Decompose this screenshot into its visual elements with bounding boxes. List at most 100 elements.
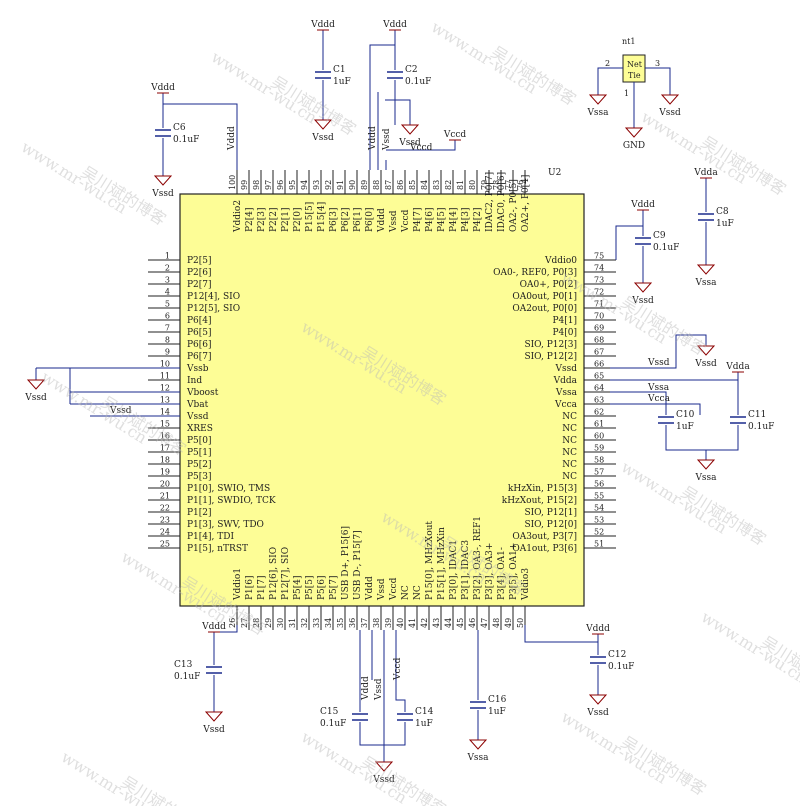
netlabel-vccd-pin86: Vccd — [409, 143, 433, 153]
pin-number-top-76: 76 — [516, 180, 525, 190]
gnd-vssd-bottom-triangle — [374, 761, 394, 772]
pin-name-right-60: NC — [562, 436, 577, 446]
wire-vddd-c9 — [615, 210, 644, 260]
netlabel-vssa-pin64: Vssa — [647, 383, 670, 393]
gnd-vssa-c8-triangle — [696, 264, 716, 275]
pin-name-left-6: P6[4] — [187, 316, 212, 326]
pin-name-bottom-28: P1[7] — [257, 575, 267, 600]
pin-name-bottom-47: P3[3], OA3+ — [485, 543, 495, 600]
pin-name-right-52: OA3out, P3[7] — [512, 532, 577, 542]
wire-c10-c11-bottom — [665, 425, 739, 451]
wire-vddd-pin88 — [369, 44, 395, 170]
pin-name-right-71: OA2out, P0[0] — [512, 304, 577, 314]
pin-number-bottom-36: 36 — [348, 618, 357, 628]
pin-name-top-93: P15[4] — [317, 202, 327, 232]
gnd-vssd-c12-triangle — [588, 694, 608, 705]
c9-ref: C9 — [653, 231, 666, 241]
gnd-vssd-c6-triangle — [153, 175, 173, 186]
pin-name-left-22: P1[2] — [187, 508, 212, 518]
pin-name-right-56: kHzXin, P15[3] — [508, 484, 577, 494]
pin-number-top-97: 97 — [264, 180, 273, 190]
pin-number-top-82: 82 — [444, 180, 453, 190]
pin-name-top-83: P4[5] — [437, 207, 447, 232]
pin-name-bottom-31: P5[4] — [293, 575, 303, 600]
pwr-vddd-c13-label: Vddd — [201, 622, 226, 632]
pin-name-bottom-34: P5[7] — [329, 575, 339, 600]
pin-name-left-9: P6[7] — [187, 352, 212, 362]
wire-vddd-26 — [214, 625, 238, 633]
pin-name-top-89: P6[0] — [365, 207, 375, 232]
capacitor-group: C11uFC20.1uFC60.1uFC81uFC90.1uFC101uFC11… — [155, 65, 774, 729]
pin-name-bottom-42: P15[0], MHzXout — [425, 521, 435, 600]
pin-number-bottom-44: 44 — [444, 618, 453, 628]
pin-name-top-78: IDAC0, P0[6] — [497, 172, 507, 232]
pin-number-top-91: 91 — [336, 180, 345, 190]
pin-name-left-4: P12[4], SIO — [187, 292, 240, 302]
net-tie-ref: nt1 — [622, 37, 635, 46]
pin-number-bottom-48: 48 — [492, 618, 501, 628]
gnd-vssd-right-triangle — [696, 345, 716, 356]
pin-number-top-100: 100 — [228, 175, 237, 190]
pin-number-left-9: 9 — [165, 348, 170, 357]
gnd-vssa-nt1-label: Vssa — [586, 108, 609, 118]
pin-number-left-14: 14 — [160, 408, 170, 417]
pin-number-bottom-33: 33 — [312, 618, 321, 628]
c13-value: 0.1uF — [174, 672, 200, 682]
pin-number-left-7: 7 — [165, 324, 170, 333]
pin-name-top-96: P2[1] — [281, 207, 291, 232]
pin-number-bottom-29: 29 — [264, 618, 273, 628]
pin-name-left-25: P1[5], nTRST — [187, 544, 248, 554]
pin-number-right-56: 56 — [594, 480, 604, 489]
pin-name-bottom-44: P3[0], IDAC1 — [449, 540, 459, 600]
netlabel-vddd-pin88: Vddd — [368, 126, 378, 151]
pin-number-bottom-31: 31 — [288, 618, 297, 628]
pin-number-bottom-47: 47 — [480, 618, 489, 628]
pin-number-bottom-46: 46 — [468, 618, 477, 628]
pin-number-bottom-38: 38 — [372, 618, 381, 628]
pin-number-right-59: 59 — [594, 444, 604, 453]
wire-group — [35, 30, 739, 762]
pin-number-top-85: 85 — [408, 180, 417, 190]
pin-number-top-77: 77 — [504, 180, 513, 190]
pin-name-right-72: OA0out, P0[1] — [512, 292, 577, 302]
c14-value: 1uF — [415, 719, 433, 729]
pin-name-left-12: Vboost — [186, 388, 219, 398]
pin-number-bottom-32: 32 — [300, 618, 309, 628]
pin-number-bottom-34: 34 — [324, 618, 333, 628]
pin-number-right-61: 61 — [594, 420, 604, 429]
pin-name-left-1: P2[5] — [187, 256, 212, 266]
pin-name-top-81: P4[3] — [461, 207, 471, 232]
pin-name-bottom-38: Vssd — [377, 578, 387, 601]
pin-name-top-84: P4[6] — [425, 207, 435, 232]
pin-number-left-3: 3 — [165, 276, 170, 285]
pin-number-right-72: 72 — [594, 288, 604, 297]
pin-name-left-5: P12[5], SIO — [187, 304, 240, 314]
gnd-vssd-c12-label: Vssd — [586, 708, 609, 718]
c10-ref: C10 — [676, 410, 695, 420]
pin-name-bottom-45: P3[1], IDAC3 — [461, 540, 471, 600]
pin-number-right-51: 51 — [594, 540, 604, 549]
pin-name-top-99: P2[4] — [245, 207, 255, 232]
pin-name-left-11: Ind — [187, 376, 202, 386]
pin-name-bottom-30: P12[7], SIO — [281, 547, 291, 600]
pin-name-left-16: P5[0] — [187, 436, 212, 446]
pin-number-bottom-35: 35 — [336, 618, 345, 628]
c12-value: 0.1uF — [608, 662, 634, 672]
pin-name-right-62: NC — [562, 412, 577, 422]
net-tie-label-2: Tie — [628, 71, 641, 80]
pin-number-top-79: 79 — [480, 180, 489, 190]
pin-number-left-4: 4 — [165, 288, 170, 297]
pwr-vdda-c11-label: Vdda — [725, 362, 750, 372]
pin-number-top-99: 99 — [240, 180, 249, 190]
pin-name-left-21: P1[1], SWDIO, TCK — [187, 496, 276, 506]
gnd-vssd-right-label: Vssd — [694, 359, 717, 369]
pin-number-bottom-41: 41 — [408, 618, 417, 628]
gnd-vssd-c13-label: Vssd — [202, 725, 225, 735]
netlabel-vssd-pin14: Vssd — [109, 406, 132, 416]
net-tie-label-1: Net — [627, 60, 643, 69]
pin-number-bottom-28: 28 — [252, 618, 261, 628]
c2-value: 0.1uF — [405, 77, 431, 87]
pin-name-right-64: Vssa — [555, 388, 578, 398]
